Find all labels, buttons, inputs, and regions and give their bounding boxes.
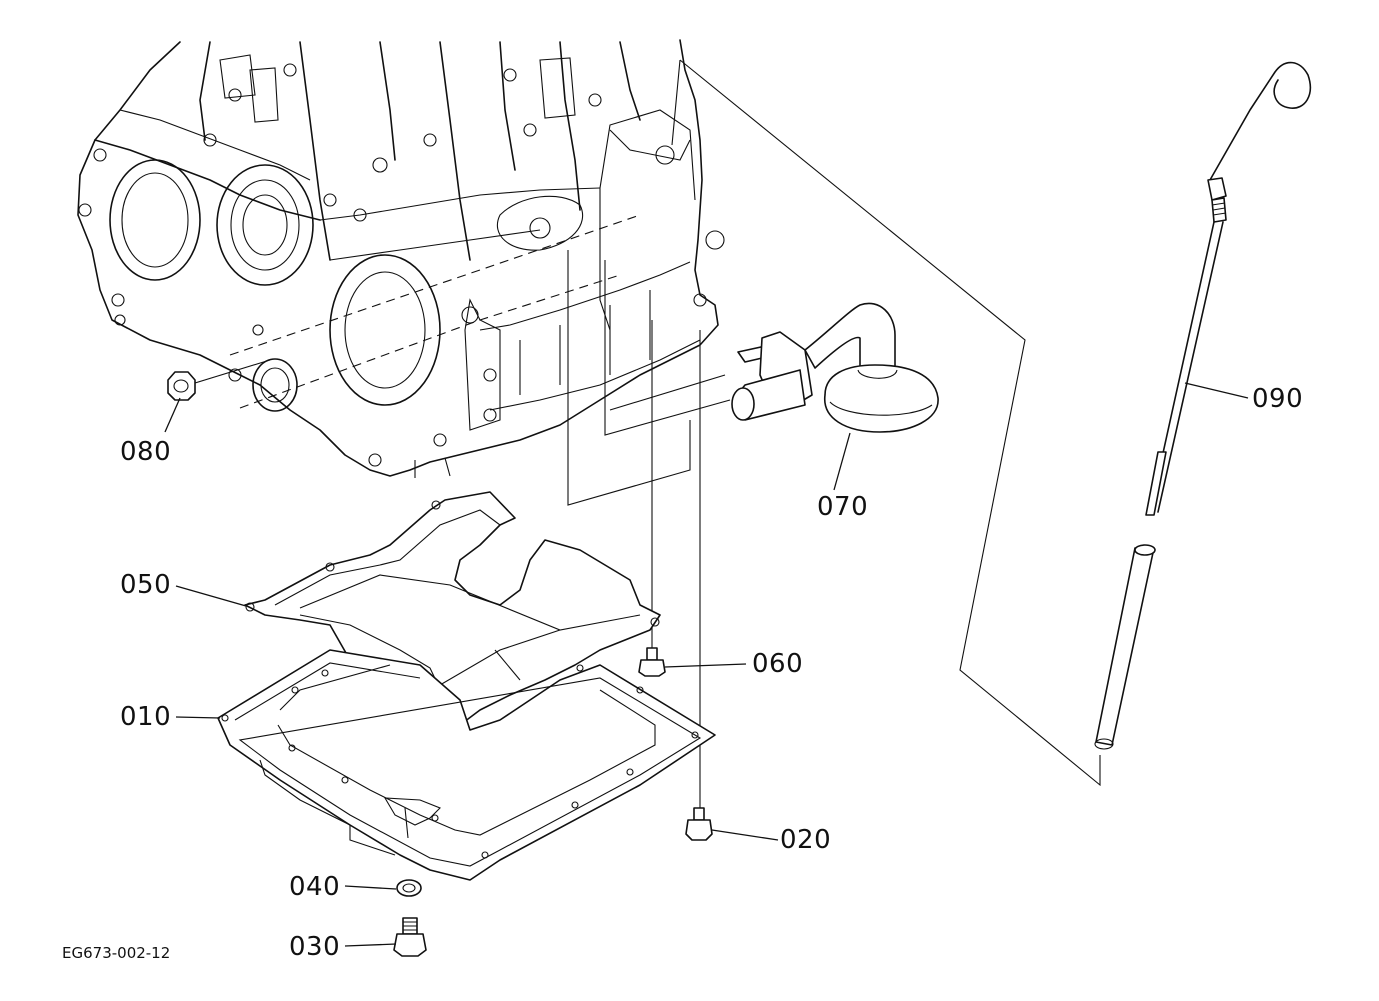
part-label-060: 060 <box>752 649 804 679</box>
part-label-090: 090 <box>1252 384 1304 414</box>
part-label-030: 030 <box>289 932 341 962</box>
block-bolt-holes <box>78 63 725 467</box>
part-080-drawing <box>167 371 196 401</box>
label-leader-lines <box>164 382 1249 947</box>
part-label-080: 080 <box>120 437 172 467</box>
part-030-drawing <box>393 917 427 957</box>
part-label-020: 020 <box>780 825 832 855</box>
part-label-070: 070 <box>817 492 869 522</box>
figure-id: EG673-002-12 <box>62 944 171 962</box>
part-090-drawing <box>1094 61 1312 750</box>
engine-block-drawing <box>77 39 725 478</box>
part-010-drawing <box>217 649 716 881</box>
part-070-drawing <box>731 302 939 433</box>
part-040-drawing <box>396 879 422 897</box>
part-020-drawing <box>685 807 713 841</box>
assembly-lines <box>194 59 1101 808</box>
part-label-040: 040 <box>289 872 341 902</box>
part-label-050: 050 <box>120 570 172 600</box>
part-060-drawing <box>638 647 666 677</box>
part-label-010: 010 <box>120 702 172 732</box>
